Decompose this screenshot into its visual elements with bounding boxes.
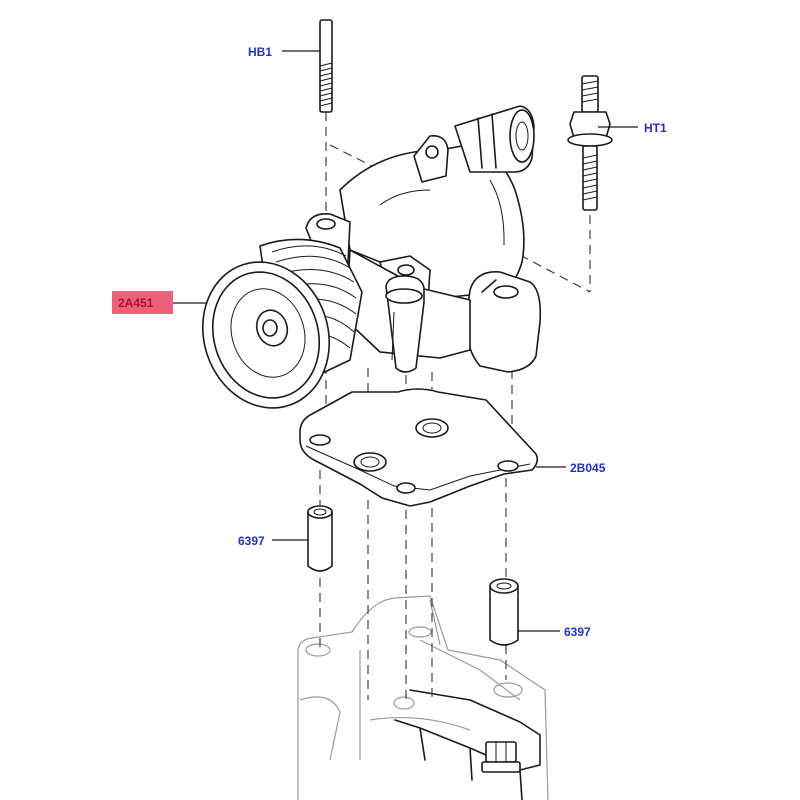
callout-pump[interactable]: 2A451 [118, 296, 154, 310]
callout-hb1[interactable]: HB1 [248, 45, 272, 59]
mount-bolt-head [481, 741, 521, 773]
callout-highlight-box [112, 291, 173, 314]
callout-dowel-left[interactable]: 6397 [238, 534, 265, 548]
pump-pivot-sleeve [385, 275, 425, 373]
pump-pulley [201, 238, 363, 409]
engine-mount-arm [394, 689, 541, 800]
stud-hb1 [319, 19, 333, 113]
dowel-right [489, 578, 519, 646]
stud-ht1 [567, 75, 613, 211]
engine-block-outline [297, 595, 549, 800]
callout-bracket[interactable]: 2B045 [570, 461, 606, 475]
callout-ht1[interactable]: HT1 [644, 121, 667, 135]
leader-lines [173, 50, 638, 632]
callout-pump-highlight[interactable]: 2A451 [112, 291, 173, 314]
callout-dowel-right[interactable]: 6397 [564, 625, 591, 639]
mount-bracket [299, 388, 539, 507]
dowel-left [307, 505, 333, 572]
